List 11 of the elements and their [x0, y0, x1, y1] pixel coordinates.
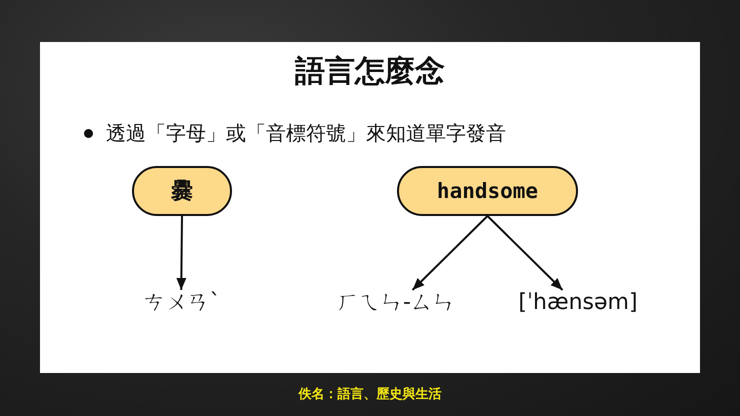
- title: 語言怎麼念: [295, 53, 445, 91]
- pronunciation-text: ㄘㄨㄢˋ: [144, 290, 220, 316]
- pronunciation-text: ㄏㄟㄣ-ㄙㄣ: [337, 290, 455, 316]
- arrow: [412, 215, 488, 291]
- arrow: [176, 216, 186, 290]
- term-pill: handsome: [397, 166, 578, 216]
- footer-text: 佚名：語言、歷史與生活: [298, 386, 442, 403]
- term-pill: 爨: [132, 166, 232, 216]
- bullet-text: 透過「字母」或「音標符號」來知道單字發音: [106, 120, 506, 146]
- pronunciation-text: [ˈhænsəm]: [518, 290, 638, 316]
- arrow: [486, 215, 564, 291]
